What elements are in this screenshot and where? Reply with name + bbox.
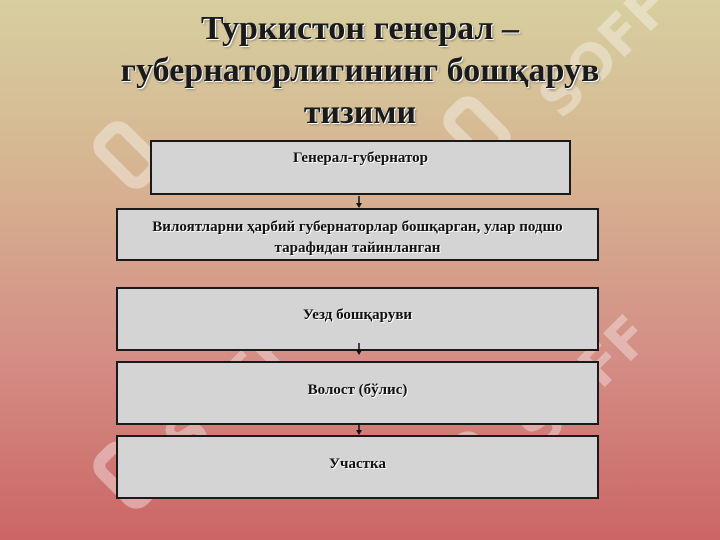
box-label: Участка — [329, 456, 386, 472]
arrow-down-icon — [356, 196, 362, 208]
page-title: Туркистон генерал – губернаторлигининг б… — [0, 8, 720, 134]
title-line-3: тизими — [303, 94, 417, 131]
box-label: Генерал-губернатор — [293, 150, 428, 166]
arrow-down-icon — [356, 343, 362, 355]
arrow-down-icon — [356, 423, 362, 435]
box-uchastka: Участка — [116, 435, 599, 499]
box-label: Вилоятларни ҳарбий губернаторлар бошқарг… — [152, 219, 563, 256]
title-line-1: Туркистон генерал – — [200, 10, 520, 47]
box-district-administration: Уезд бошқаруви — [116, 287, 599, 351]
box-label: Волост (бўлис) — [307, 382, 408, 398]
box-governor-general: Генерал-губернатор — [150, 140, 571, 195]
box-label: Уезд бошқаруви — [302, 307, 413, 323]
box-volost: Волост (бўлис) — [116, 361, 599, 425]
box-regional-governors: Вилоятларни ҳарбий губернаторлар бошқарг… — [116, 208, 599, 261]
title-line-2: губернаторлигининг бошқарув — [120, 52, 600, 89]
